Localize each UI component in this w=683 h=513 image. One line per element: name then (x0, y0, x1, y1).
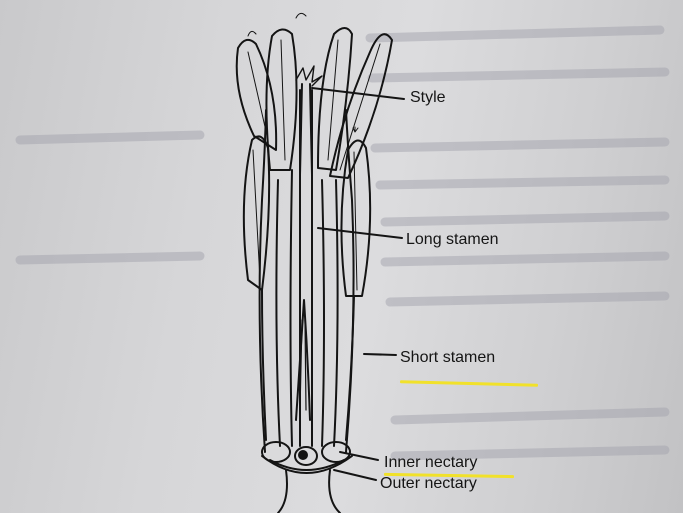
receptacle (278, 470, 340, 513)
style-label: Style (410, 90, 446, 106)
inner-nectary-label: Inner nectary (384, 455, 477, 471)
style-leader (312, 88, 404, 99)
nectary-dot (299, 451, 307, 459)
outer-nectary-label: Outer nectary (380, 476, 477, 492)
short-stamen-label: Short stamen (400, 350, 495, 366)
long-stamen-label: Long stamen (406, 232, 499, 248)
long-stamen-anther (237, 40, 276, 150)
style-stalk (300, 84, 312, 175)
outer-nectary-leader (334, 470, 376, 480)
long-stamen-leader (318, 228, 402, 238)
stigma (296, 66, 322, 86)
short-stamen-leader (364, 354, 396, 355)
nectary-shape (262, 442, 290, 462)
